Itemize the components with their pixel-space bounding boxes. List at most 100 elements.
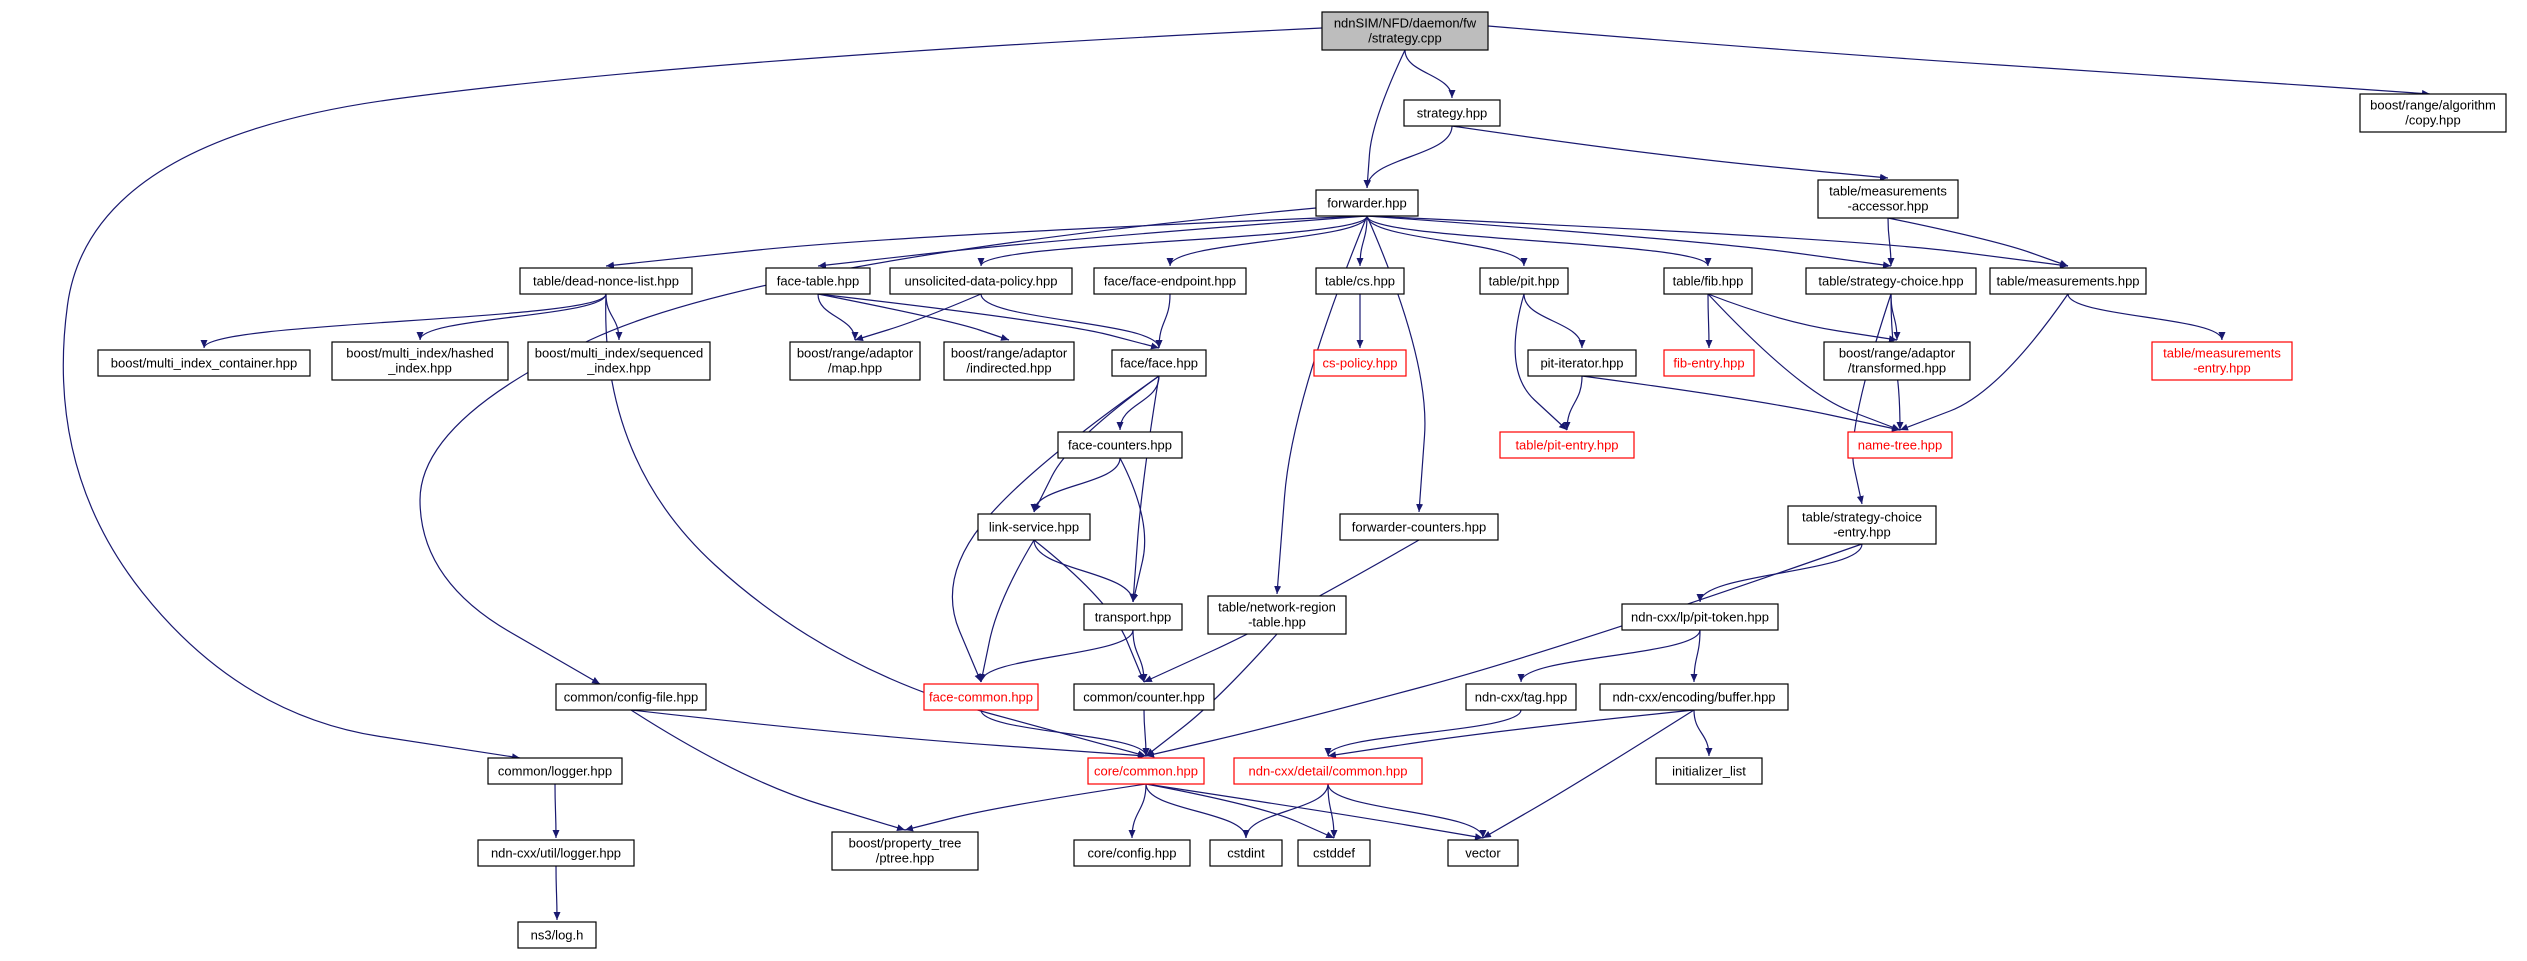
node-fib_entry[interactable]: fib-entry.hpp — [1663, 349, 1755, 377]
node-pit_hpp[interactable]: table/pit.hpp — [1479, 267, 1569, 295]
node-box-forwarder_hpp[interactable] — [1315, 189, 1419, 217]
node-dead_nonce[interactable]: table/dead-nonce-list.hpp — [519, 267, 693, 295]
node-box-vector[interactable] — [1447, 839, 1519, 867]
node-box-adaptor_map[interactable] — [789, 341, 921, 381]
node-box-face_table[interactable] — [765, 267, 871, 295]
node-face_common[interactable]: face-common.hpp — [923, 683, 1039, 711]
node-box-face_endpoint[interactable] — [1093, 267, 1247, 295]
node-vector[interactable]: vector — [1447, 839, 1519, 867]
node-box-strategy_choice[interactable] — [1805, 267, 1977, 295]
node-pit_iterator[interactable]: pit-iterator.hpp — [1527, 349, 1637, 377]
node-cstdint[interactable]: cstdint — [1209, 839, 1283, 867]
node-adaptor_indirected[interactable]: boost/range/adaptor/indirected.hpp — [943, 341, 1075, 381]
node-pit_entry[interactable]: table/pit-entry.hpp — [1499, 431, 1635, 459]
node-meas_accessor[interactable]: table/measurements-accessor.hpp — [1817, 179, 1959, 219]
node-strategy_hpp[interactable]: strategy.hpp — [1403, 99, 1501, 127]
node-box-sequenced_index[interactable] — [527, 341, 711, 381]
node-box-ptree[interactable] — [831, 831, 979, 871]
node-adaptor_transformed[interactable]: boost/range/adaptor/transformed.hpp — [1823, 341, 1971, 381]
node-counter[interactable]: common/counter.hpp — [1073, 683, 1215, 711]
node-box-meas_entry[interactable] — [2151, 341, 2293, 381]
node-box-util_logger[interactable] — [477, 839, 635, 867]
node-box-pit_entry[interactable] — [1499, 431, 1635, 459]
node-box-fib_entry[interactable] — [1663, 349, 1755, 377]
node-box-transport[interactable] — [1083, 603, 1183, 631]
node-transport[interactable]: transport.hpp — [1083, 603, 1183, 631]
node-name_tree[interactable]: name-tree.hpp — [1847, 431, 1953, 459]
node-box-cstddef[interactable] — [1297, 839, 1371, 867]
node-box-tag[interactable] — [1465, 683, 1577, 711]
node-core_common[interactable]: core/common.hpp — [1087, 757, 1205, 785]
node-face_endpoint[interactable]: face/face-endpoint.hpp — [1093, 267, 1247, 295]
node-multi_index_container[interactable]: boost/multi_index_container.hpp — [97, 349, 311, 377]
node-box-adaptor_indirected[interactable] — [943, 341, 1075, 381]
node-box-core_config[interactable] — [1073, 839, 1191, 867]
node-cs_hpp[interactable]: table/cs.hpp — [1315, 267, 1405, 295]
node-box-pit_token[interactable] — [1621, 603, 1779, 631]
node-box-config_file[interactable] — [555, 683, 707, 711]
node-box-pit_iterator[interactable] — [1527, 349, 1637, 377]
node-ns3_log[interactable]: ns3/log.h — [517, 921, 597, 949]
node-nrt[interactable]: table/network-region-table.hpp — [1207, 595, 1347, 635]
node-box-multi_index_container[interactable] — [97, 349, 311, 377]
node-face_counters[interactable]: face-counters.hpp — [1057, 431, 1183, 459]
node-box-meas_accessor[interactable] — [1817, 179, 1959, 219]
node-box-adaptor_transformed[interactable] — [1823, 341, 1971, 381]
node-face_table[interactable]: face-table.hpp — [765, 267, 871, 295]
node-box-nrt[interactable] — [1207, 595, 1347, 635]
node-fib_hpp[interactable]: table/fib.hpp — [1663, 267, 1753, 295]
node-box-boost_copy[interactable] — [2359, 93, 2507, 133]
node-logger[interactable]: common/logger.hpp — [487, 757, 623, 785]
node-box-cs_policy[interactable] — [1313, 349, 1407, 377]
node-box-fib_hpp[interactable] — [1663, 267, 1753, 295]
node-meas_entry[interactable]: table/measurements-entry.hpp — [2151, 341, 2293, 381]
node-box-pit_hpp[interactable] — [1479, 267, 1569, 295]
node-face_hpp[interactable]: face/face.hpp — [1111, 349, 1207, 377]
node-cs_policy[interactable]: cs-policy.hpp — [1313, 349, 1407, 377]
node-tag[interactable]: ndn-cxx/tag.hpp — [1465, 683, 1577, 711]
node-box-face_common[interactable] — [923, 683, 1039, 711]
node-forwarder_hpp[interactable]: forwarder.hpp — [1315, 189, 1419, 217]
node-box-face_hpp[interactable] — [1111, 349, 1207, 377]
node-box-core_common[interactable] — [1087, 757, 1205, 785]
node-box-name_tree[interactable] — [1847, 431, 1953, 459]
node-box-cs_hpp[interactable] — [1315, 267, 1405, 295]
node-root[interactable]: ndnSIM/NFD/daemon/fw/strategy.cpp — [1321, 11, 1489, 51]
node-sc_entry[interactable]: table/strategy-choice-entry.hpp — [1787, 505, 1937, 545]
node-box-init_list[interactable] — [1655, 757, 1763, 785]
node-adaptor_map[interactable]: boost/range/adaptor/map.hpp — [789, 341, 921, 381]
node-detail_common[interactable]: ndn-cxx/detail/common.hpp — [1233, 757, 1423, 785]
node-init_list[interactable]: initializer_list — [1655, 757, 1763, 785]
node-buffer[interactable]: ndn-cxx/encoding/buffer.hpp — [1599, 683, 1789, 711]
node-core_config[interactable]: core/config.hpp — [1073, 839, 1191, 867]
node-cstddef[interactable]: cstddef — [1297, 839, 1371, 867]
node-ptree[interactable]: boost/property_tree/ptree.hpp — [831, 831, 979, 871]
node-box-logger[interactable] — [487, 757, 623, 785]
node-box-forwarder_counters[interactable] — [1339, 513, 1499, 541]
node-box-detail_common[interactable] — [1233, 757, 1423, 785]
node-measurements[interactable]: table/measurements.hpp — [1989, 267, 2147, 295]
node-box-buffer[interactable] — [1599, 683, 1789, 711]
node-box-ns3_log[interactable] — [517, 921, 597, 949]
node-box-cstdint[interactable] — [1209, 839, 1283, 867]
node-pit_token[interactable]: ndn-cxx/lp/pit-token.hpp — [1621, 603, 1779, 631]
node-util_logger[interactable]: ndn-cxx/util/logger.hpp — [477, 839, 635, 867]
node-box-root[interactable] — [1321, 11, 1489, 51]
node-config_file[interactable]: common/config-file.hpp — [555, 683, 707, 711]
node-box-sc_entry[interactable] — [1787, 505, 1937, 545]
node-boost_copy[interactable]: boost/range/algorithm/copy.hpp — [2359, 93, 2507, 133]
node-box-dead_nonce[interactable] — [519, 267, 693, 295]
node-box-measurements[interactable] — [1989, 267, 2147, 295]
node-box-face_counters[interactable] — [1057, 431, 1183, 459]
node-box-strategy_hpp[interactable] — [1403, 99, 1501, 127]
node-box-link_service[interactable] — [977, 513, 1091, 541]
node-box-unsolicited[interactable] — [889, 267, 1073, 295]
node-unsolicited[interactable]: unsolicited-data-policy.hpp — [889, 267, 1073, 295]
node-link_service[interactable]: link-service.hpp — [977, 513, 1091, 541]
node-strategy_choice[interactable]: table/strategy-choice.hpp — [1805, 267, 1977, 295]
node-hashed_index[interactable]: boost/multi_index/hashed_index.hpp — [331, 341, 509, 381]
node-sequenced_index[interactable]: boost/multi_index/sequenced_index.hpp — [527, 341, 711, 381]
node-box-counter[interactable] — [1073, 683, 1215, 711]
node-forwarder_counters[interactable]: forwarder-counters.hpp — [1339, 513, 1499, 541]
node-box-hashed_index[interactable] — [331, 341, 509, 381]
